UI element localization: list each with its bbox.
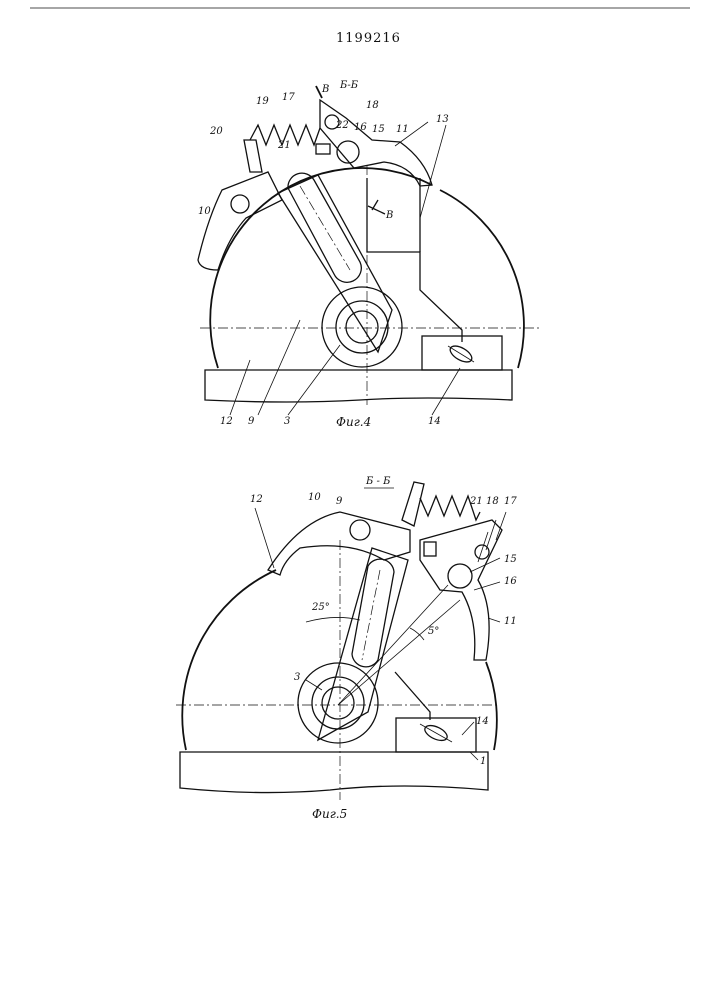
fig4-label-section: Б-Б bbox=[339, 80, 359, 91]
fig5-roller-15 bbox=[448, 564, 472, 588]
fig4-base-plate bbox=[205, 370, 512, 402]
figure-5: Б - Б bbox=[176, 476, 517, 821]
fig5-disc bbox=[182, 570, 497, 750]
fig5-angle-arc-5 bbox=[410, 628, 424, 640]
fig4-caption: Фиг.4 bbox=[336, 415, 371, 429]
fig5-post bbox=[402, 482, 424, 526]
fig4-leader-lines bbox=[230, 122, 460, 415]
fig4-bracket-pin bbox=[231, 195, 249, 213]
fig4-label-arrow-mid: В bbox=[385, 210, 393, 221]
fig5-label-18: 18 bbox=[486, 496, 499, 507]
fig5-label-11: 11 bbox=[504, 616, 517, 627]
fig5-label-10: 10 bbox=[308, 492, 321, 503]
fig5-cutout bbox=[395, 672, 430, 720]
fig5-label-15: 15 bbox=[504, 554, 517, 565]
fig4-clamp-21 bbox=[316, 144, 330, 154]
fig5-section-title: Б - Б bbox=[365, 476, 391, 487]
fig4-cutout bbox=[367, 178, 462, 342]
fig5-label-12: 12 bbox=[250, 494, 263, 505]
fig4-section-arrow-mid bbox=[368, 200, 385, 214]
fig4-label-22: 22 bbox=[335, 120, 349, 131]
fig5-label-1: 1 bbox=[480, 756, 486, 767]
fig5-label-17: 17 bbox=[504, 496, 517, 507]
patent-number: 1199216 bbox=[336, 31, 401, 46]
fig4-post bbox=[244, 140, 262, 172]
fig5-box bbox=[396, 718, 476, 752]
fig5-arm bbox=[420, 520, 502, 660]
fig4-lever-slot bbox=[288, 173, 361, 282]
fig5-label-21: 21 bbox=[469, 496, 483, 507]
fig5-angle-5: 5° bbox=[428, 626, 439, 637]
fig5-bracket-pin bbox=[350, 520, 370, 540]
fig4-label-16: 16 bbox=[354, 122, 367, 133]
fig5-angle-line-2 bbox=[338, 600, 460, 705]
fig4-label-19: 19 bbox=[256, 96, 269, 107]
fig4-label-15: 15 bbox=[372, 124, 385, 135]
fig4-label-18: 18 bbox=[366, 100, 379, 111]
fig4-label-13: 13 bbox=[436, 114, 449, 125]
fig4-label-14: 14 bbox=[428, 416, 441, 427]
fig5-base-plate bbox=[180, 752, 488, 793]
fig4-label-3: 3 bbox=[284, 416, 290, 427]
figure-4: В Б-Б 19 17 18 20 22 16 15 11 13 21 В 10… bbox=[198, 80, 540, 429]
fig5-label-16: 16 bbox=[504, 576, 517, 587]
fig4-label-10: 10 bbox=[198, 206, 211, 217]
fig5-hub-outer bbox=[298, 663, 378, 743]
fig4-label-11: 11 bbox=[396, 124, 409, 135]
fig5-label-9: 9 bbox=[336, 496, 343, 507]
fig5-label-3: 3 bbox=[294, 672, 300, 683]
fig5-caption: Фиг.5 bbox=[312, 807, 347, 821]
fig4-label-arrow-top: В bbox=[321, 84, 329, 95]
fig5-clamp-21 bbox=[424, 542, 436, 556]
fig4-label-9: 9 bbox=[248, 416, 255, 427]
fig5-angle-25: 25° bbox=[311, 602, 330, 613]
fig4-label-12: 12 bbox=[220, 416, 233, 427]
fig5-hub-mid bbox=[312, 677, 364, 729]
fig5-hub-inner bbox=[322, 687, 354, 719]
fig4-label-21: 21 bbox=[277, 140, 291, 151]
fig4-arm bbox=[320, 100, 432, 186]
fig5-angle-line-1 bbox=[338, 585, 448, 705]
fig5-label-14: 14 bbox=[476, 716, 489, 727]
fig4-label-20: 20 bbox=[209, 126, 223, 137]
fig5-bracket bbox=[268, 512, 410, 575]
fig4-bracket bbox=[198, 172, 282, 270]
fig5-leader-lines bbox=[255, 508, 506, 760]
fig4-label-17: 17 bbox=[282, 92, 295, 103]
